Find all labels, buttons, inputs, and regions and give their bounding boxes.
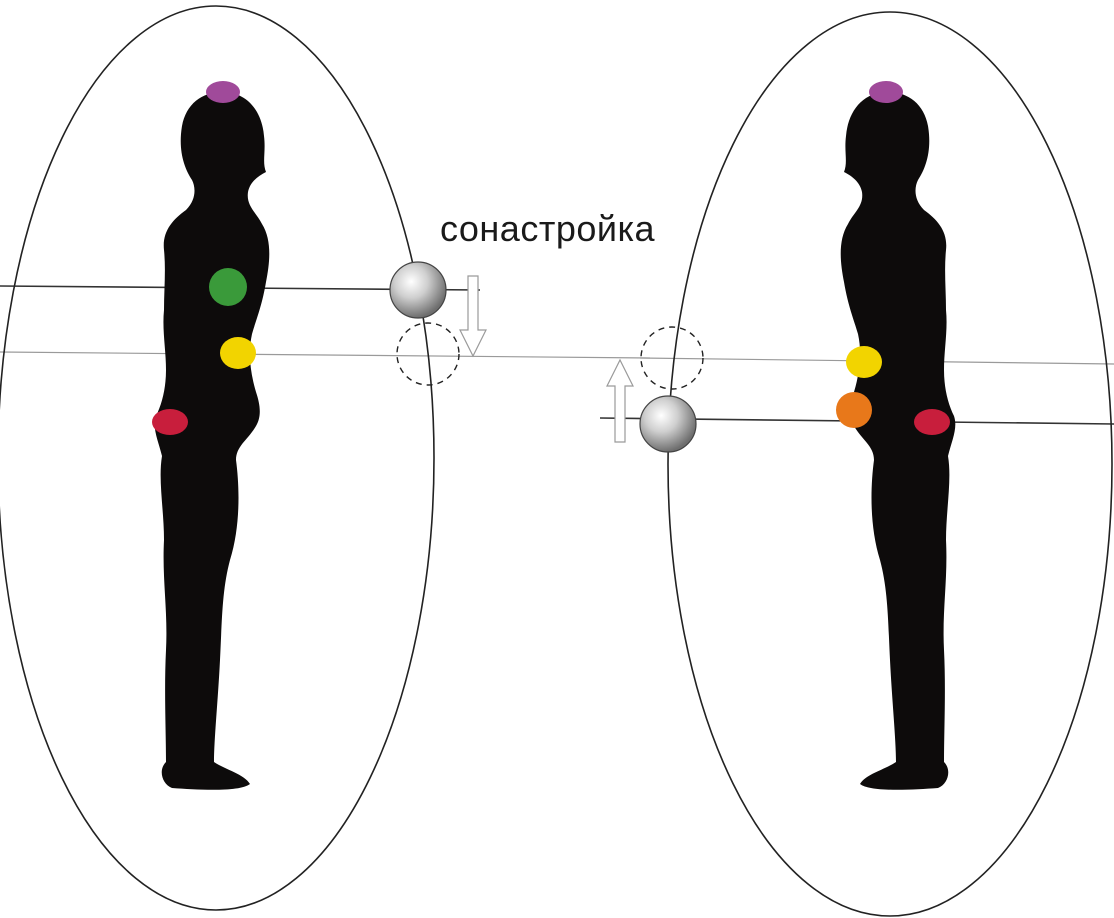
right-dashed-position — [640, 326, 704, 390]
right-sacral-chakra — [836, 392, 872, 428]
left-connector — [389, 261, 487, 386]
left-dashed-position — [396, 322, 460, 386]
left-sphere — [389, 261, 447, 319]
right-person — [840, 92, 956, 790]
left-crown-chakra — [206, 81, 240, 103]
down-arrow-icon — [459, 275, 487, 358]
left-root-chakra — [152, 409, 188, 435]
left-lower-line — [0, 351, 651, 359]
right-root-chakra — [914, 409, 950, 435]
attunement-caption: сонастройка — [440, 208, 656, 249]
right-crown-chakra — [869, 81, 903, 103]
left-solar-plexus-chakra — [220, 337, 256, 369]
right-aura — [667, 11, 1113, 917]
up-arrow-icon — [606, 358, 634, 443]
right-sphere — [639, 395, 697, 453]
left-aura — [0, 5, 435, 911]
left-heart-chakra — [209, 268, 247, 306]
right-connector — [606, 326, 704, 453]
left-person — [154, 92, 270, 790]
right-solar-plexus-chakra — [846, 346, 882, 378]
